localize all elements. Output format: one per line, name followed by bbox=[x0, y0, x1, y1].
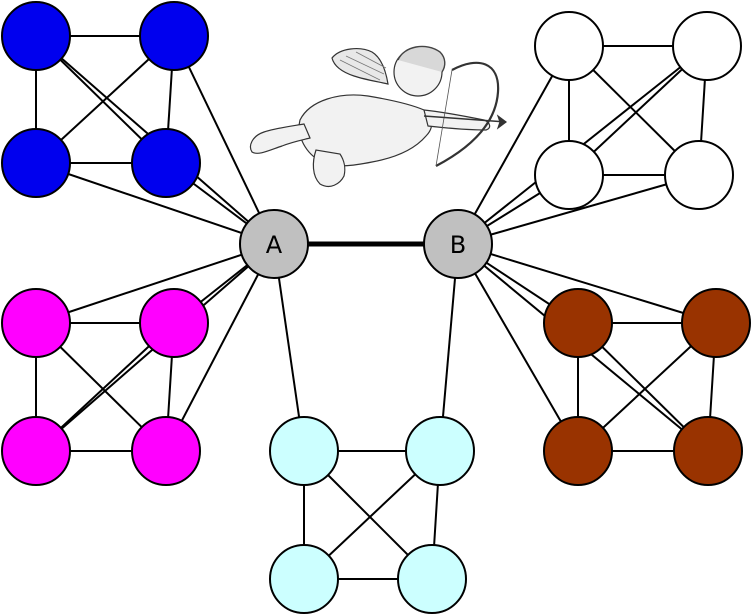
blue-node bbox=[139, 1, 209, 71]
cyan-node bbox=[269, 544, 339, 614]
cyan-node bbox=[269, 416, 339, 486]
magenta-node bbox=[131, 416, 201, 486]
cyan-node bbox=[397, 544, 467, 614]
cupid-arm bbox=[423, 109, 491, 131]
cupid-leg bbox=[249, 123, 311, 154]
white-node bbox=[664, 140, 734, 210]
brown-node bbox=[543, 288, 613, 358]
magenta-node bbox=[1, 288, 71, 358]
hub-link-edge bbox=[457, 45, 570, 245]
hub-label-a: A bbox=[266, 231, 283, 259]
magenta-node bbox=[1, 416, 71, 486]
hub-link-edge bbox=[457, 243, 717, 324]
white-node bbox=[534, 140, 604, 210]
white-node bbox=[534, 11, 604, 81]
blue-node bbox=[1, 128, 71, 198]
blue-node bbox=[1, 1, 71, 71]
cyan-node bbox=[405, 416, 475, 486]
hub-link-edge bbox=[457, 243, 579, 452]
hub-label-b: B bbox=[450, 231, 466, 259]
brown-node bbox=[543, 416, 613, 486]
brown-node bbox=[681, 288, 751, 358]
bow bbox=[435, 61, 500, 167]
hub-link-edge bbox=[165, 243, 275, 452]
hub-node-a bbox=[239, 209, 309, 279]
cupid-wing bbox=[331, 48, 389, 85]
cupid-leg bbox=[312, 149, 346, 188]
arrow bbox=[423, 115, 507, 123]
hub-link-edge bbox=[457, 174, 700, 245]
hub-node-b bbox=[423, 209, 493, 279]
hub-link-edge bbox=[35, 243, 275, 324]
hub-link-edge bbox=[35, 162, 275, 245]
white-node bbox=[672, 11, 742, 81]
cupid-illustration bbox=[249, 45, 507, 188]
hub-link-edge bbox=[173, 35, 275, 245]
magenta-node bbox=[139, 288, 209, 358]
brown-node bbox=[673, 416, 743, 486]
blue-node bbox=[131, 128, 201, 198]
